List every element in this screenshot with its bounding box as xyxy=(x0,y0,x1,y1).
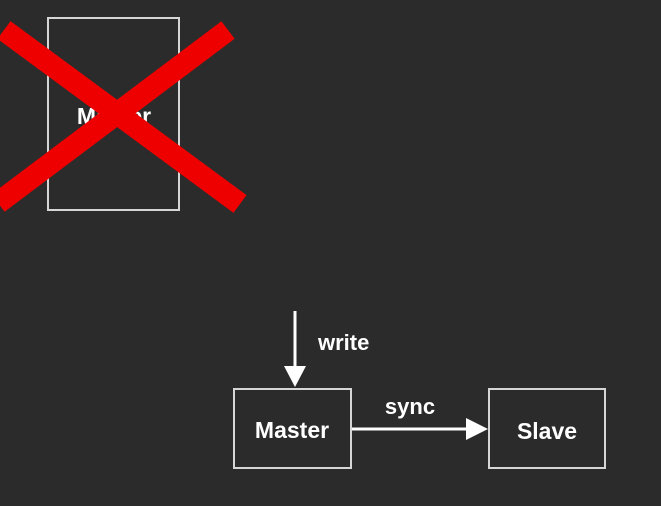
slave-box xyxy=(488,388,606,469)
sync-arrow-head-icon xyxy=(466,418,488,440)
write-arrow-head-icon xyxy=(284,366,306,387)
failed-master-box xyxy=(47,17,180,211)
master-node: Master xyxy=(233,388,352,469)
red-cross-icon xyxy=(0,21,247,213)
slave-label: Slave xyxy=(517,418,577,444)
write-arrow xyxy=(284,311,306,387)
sync-arrow xyxy=(352,418,488,440)
failed-master-node: Master xyxy=(0,17,247,213)
master-label: Master xyxy=(255,417,329,443)
sync-label: sync xyxy=(385,394,435,419)
cross-stroke-2 xyxy=(0,21,235,212)
slave-node: Slave xyxy=(488,388,606,469)
master-box xyxy=(233,388,352,469)
write-label: write xyxy=(317,330,369,355)
